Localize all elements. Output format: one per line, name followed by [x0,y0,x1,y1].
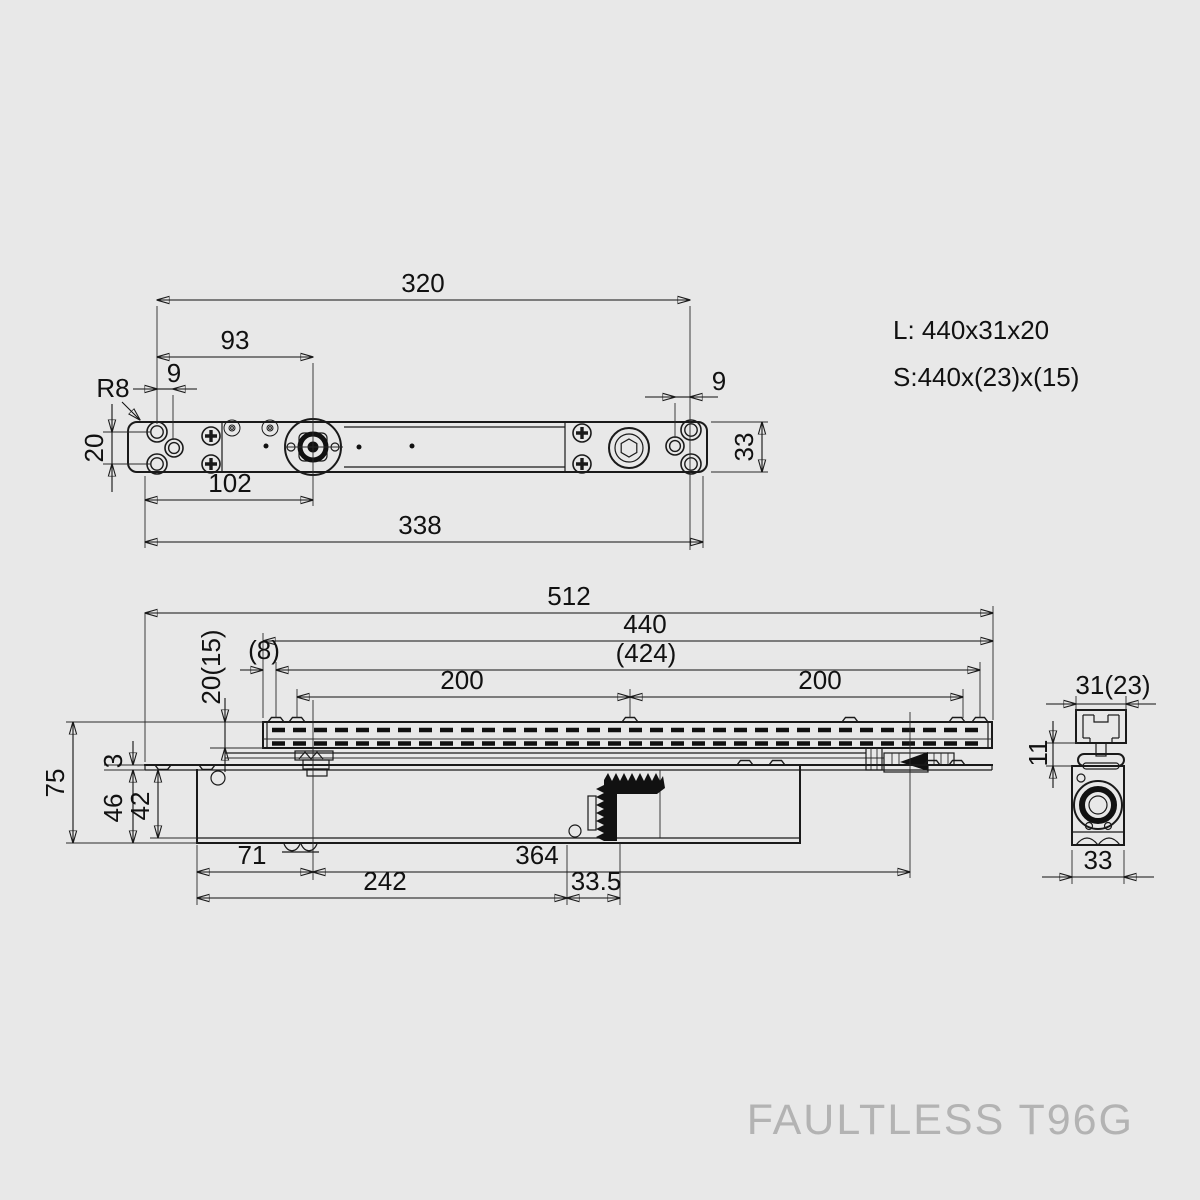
dim-label-75: 75 [40,769,70,798]
dim-label-9-left: 9 [167,358,181,388]
dim-label-46: 46 [98,794,128,823]
dim-label-9-right: 9 [712,366,726,396]
closer-body [196,764,801,853]
dim-label-102: 102 [208,468,251,498]
pivot-assembly [294,750,334,777]
dim-label-440: 440 [623,609,666,639]
brand-text: FAULTLESS T96G [747,1096,1134,1144]
oil-hole [210,770,226,786]
dim-label-364: 364 [515,840,558,870]
hex-adjust-screw [608,427,650,469]
dim-label-93: 93 [221,325,250,355]
top-view-body [127,421,708,473]
dim-label-320: 320 [401,268,444,298]
spec-line-1: L: 440x31x20 [893,315,1049,345]
end-view-body [1071,765,1125,846]
dim-label-33-5: 33.5 [571,866,622,896]
dim-label-424: (424) [616,638,677,668]
dim-label-200-left: 200 [440,665,483,695]
end-view: 31(23) 11 33 [1023,670,1156,884]
spec-line-2: S:440x(23)x(15) [893,362,1079,392]
dim-label-20-15: 20(15) [196,629,226,704]
mount-hole [665,436,685,456]
mount-hole [164,438,184,458]
dim-label-r8: R8 [96,373,129,403]
dim-label-200-right: 200 [798,665,841,695]
dim-label-31-23: 31(23) [1075,670,1150,700]
dim-label-338: 338 [398,510,441,540]
dim-label-71: 71 [238,840,267,870]
dim-label-3: 3 [98,754,128,768]
section-arrow [900,752,928,771]
oil-hole [568,824,582,838]
dim-label-33-top: 33 [729,433,759,462]
dim-label-33-end: 33 [1084,845,1113,875]
phillips-screw [571,422,593,444]
phillips-screw [571,453,593,475]
phillips-screw [200,425,222,447]
end-view-track [1075,709,1127,744]
dim-label-11: 11 [1023,740,1053,767]
dim-label-20: 20 [79,434,109,463]
gear-rack [587,773,665,841]
mounting-plate [144,759,993,771]
top-view: 320 93 9 9 R8 20 33 102 338 [79,268,768,550]
slide-track [262,716,993,749]
dim-label-42: 42 [125,792,155,821]
dim-label-242: 242 [363,866,406,896]
spec-block: L: 440x31x20 S:440x(23)x(15) [893,315,1079,392]
side-view: 512 440 (424) (8) 200 200 20(15) 75 3 46… [40,581,993,905]
dim-label-512: 512 [547,581,590,611]
dim-label-8: (8) [248,635,280,665]
